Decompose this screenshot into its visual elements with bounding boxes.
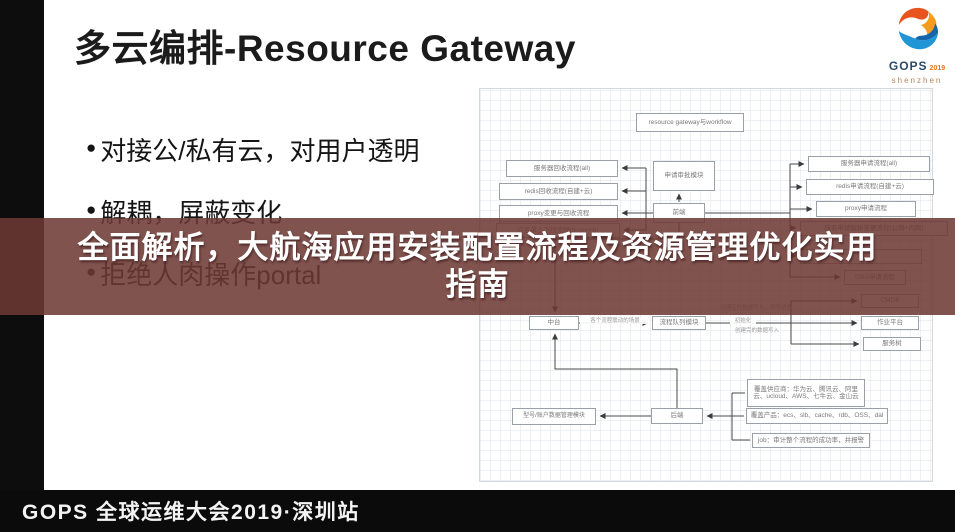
bullet-item: ● 对接公/私有云，对用户透明: [86, 131, 420, 168]
flow-box-server-recycle: 服务器回收流程(all): [506, 160, 618, 177]
note-box-products: 覆盖产品：ecs、slb、cache、rdb、OSS、dal: [746, 408, 888, 424]
flow-box-account-module: 型号/账户数据管理模块: [512, 408, 596, 425]
flow-box-header: resource gateway与workflow: [636, 113, 744, 132]
flow-box-backend: 后端: [651, 408, 703, 424]
logo-year-text: 2019: [929, 65, 946, 72]
flow-box-midplatform: 中台: [529, 316, 579, 330]
gops-swirl-icon: [898, 7, 939, 50]
note-box-providers: 覆盖供应商：华为云、腾讯云、阿里云、ucloud、AWS、七牛云、金山云: [747, 379, 865, 407]
note-box-job-audit: job：审计整个流程的成功率，并报警: [752, 433, 870, 448]
flow-box-proxy-apply: proxy申请流程: [816, 201, 916, 217]
bullet-icon: ●: [86, 138, 97, 157]
flow-box-redis-apply: redis申请流程(自建+云): [806, 179, 934, 195]
flow-box-queue: 流程队列模块: [652, 316, 706, 330]
footer-bar: GOPS 全球运维大会2019·深圳站: [0, 490, 955, 532]
logo-city-text: shenzhen: [891, 76, 943, 85]
flow-box-service-tree: 服务树: [863, 337, 921, 351]
overlay-line1: 全面解析，大航海应用安装配置流程及资源管理优化实用: [77, 230, 878, 265]
logo-brand-text: GOPS: [888, 59, 928, 73]
article-title-overlay: 全面解析，大航海应用安装配置流程及资源管理优化实用 指南: [0, 218, 955, 315]
edge-label-init: 初始化: [730, 318, 756, 325]
page-title: 多云编排-Resource Gateway: [74, 28, 576, 69]
bullet-text: 对接公/私有云，对用户透明: [100, 136, 420, 166]
footer-conference-text: GOPS 全球运维大会2019·深圳站: [22, 501, 360, 524]
flow-box-server-apply: 服务器申请流程(all): [808, 156, 930, 172]
edge-label-scene: 各个流程联动的场景: [580, 318, 650, 325]
overlay-line2: 指南: [445, 267, 510, 302]
flow-box-approval: 申请审批模块: [653, 161, 715, 191]
bullet-icon: ●: [86, 200, 97, 219]
edge-label-tree-write: 创建完的数据写入: [734, 328, 779, 334]
flow-box-redis-recycle: redis回收流程(自建+云): [499, 183, 618, 200]
flow-box-job-platform: 作业平台: [861, 316, 919, 330]
